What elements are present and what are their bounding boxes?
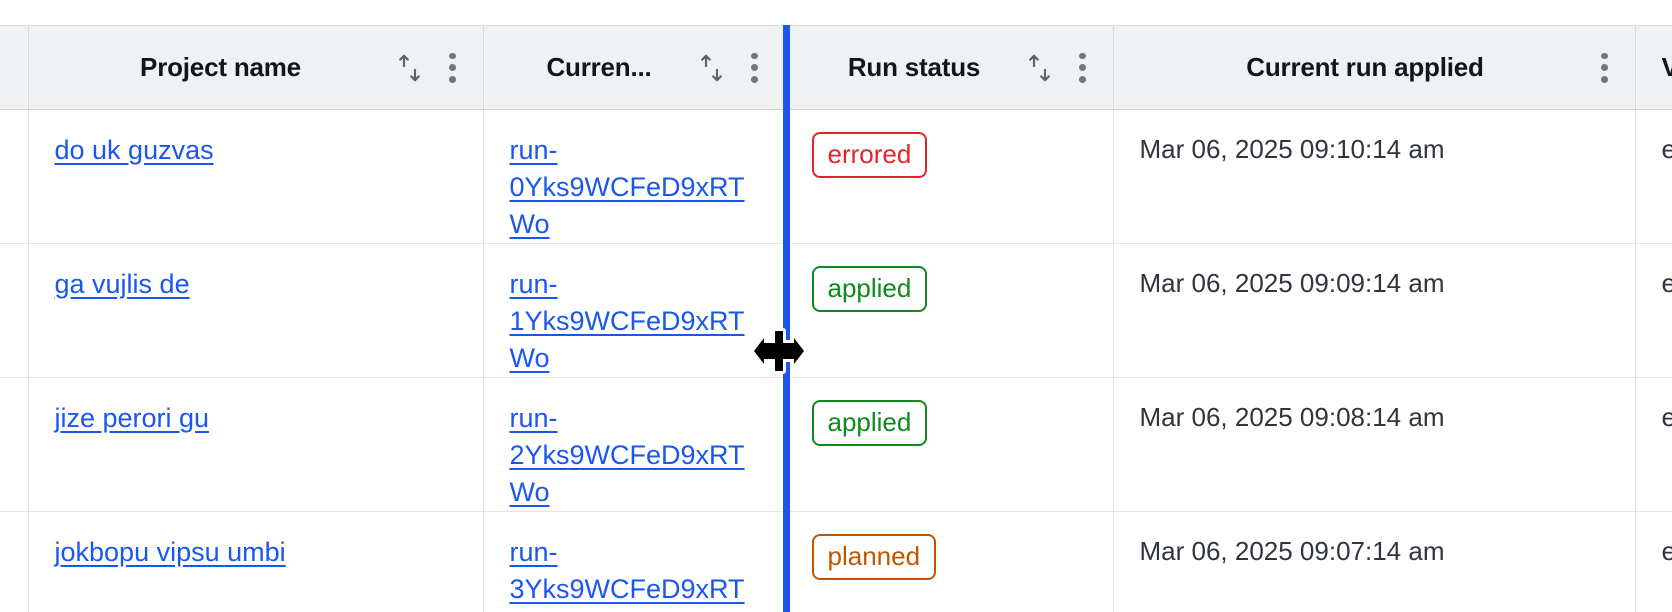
sort-arrows-icon[interactable]	[397, 53, 423, 83]
row-select-cell[interactable]	[0, 109, 29, 244]
next-column-text: e	[1661, 402, 1672, 432]
table-header: Project name	[0, 25, 1672, 110]
current-run-applied-text: Mar 06, 2025 09:09:14 am	[1139, 268, 1445, 298]
table-row: jize perori gu run-2Yks9WCFeD9xRTWo appl…	[0, 377, 1672, 512]
status-badge: applied	[811, 266, 928, 312]
kebab-menu-icon[interactable]	[1078, 52, 1087, 83]
cell-current-run: run-3Yks9WCFeD9xRTWo	[483, 511, 786, 612]
kebab-menu-icon[interactable]	[750, 52, 759, 83]
next-column-text: e	[1661, 536, 1672, 566]
current-run-link[interactable]: run-0Yks9WCFeD9xRTWo	[509, 135, 745, 239]
column-header-current-run-applied[interactable]: Current run applied	[1113, 25, 1636, 110]
current-run-applied-text: Mar 06, 2025 09:07:14 am	[1139, 536, 1445, 566]
project-name-link[interactable]: ga vujlis de	[54, 269, 190, 299]
table-row: jokbopu vipsu umbi run-3Yks9WCFeD9xRTWo …	[0, 511, 1672, 612]
row-select-cell[interactable]	[0, 511, 29, 612]
cell-current-run: run-0Yks9WCFeD9xRTWo	[483, 109, 786, 244]
column-header-next-column[interactable]: V	[1635, 25, 1672, 110]
cell-run-status: planned	[785, 511, 1114, 612]
header-actions-current-run-applied	[1600, 52, 1609, 83]
project-name-link[interactable]: jokbopu vipsu umbi	[54, 537, 286, 567]
column-header-label-run-status: Run status	[847, 52, 981, 82]
cell-project-name: jokbopu vipsu umbi	[28, 511, 484, 612]
cell-project-name: jize perori gu	[28, 377, 484, 512]
status-badge: applied	[811, 400, 928, 446]
cell-next-column: e	[1635, 377, 1672, 512]
column-header-label-next-column: V	[1662, 52, 1672, 83]
row-select-cell[interactable]	[0, 377, 29, 512]
column-header-project-name[interactable]: Project name	[28, 25, 484, 110]
column-header-label-current-run: Curren...	[546, 52, 652, 82]
header-actions-project-name	[397, 52, 457, 83]
kebab-menu-icon[interactable]	[1600, 52, 1609, 83]
current-run-applied-text: Mar 06, 2025 09:08:14 am	[1139, 402, 1445, 432]
column-header-current-run[interactable]: Curren...	[483, 25, 786, 110]
current-run-link[interactable]: run-1Yks9WCFeD9xRTWo	[509, 269, 745, 373]
sort-arrows-icon[interactable]	[699, 53, 725, 83]
header-row: Project name	[0, 25, 1672, 110]
projects-table: Project name	[0, 25, 1672, 612]
cell-current-run-applied: Mar 06, 2025 09:09:14 am	[1113, 243, 1636, 378]
cell-run-status: applied	[785, 243, 1114, 378]
current-run-applied-text: Mar 06, 2025 09:10:14 am	[1139, 134, 1445, 164]
header-actions-run-status	[1027, 52, 1087, 83]
sort-arrows-icon[interactable]	[1027, 53, 1053, 83]
status-badge: planned	[811, 534, 937, 580]
cell-next-column: e	[1635, 243, 1672, 378]
cell-next-column: e	[1635, 109, 1672, 244]
column-header-run-status[interactable]: Run status	[785, 25, 1114, 110]
cell-project-name: ga vujlis de	[28, 243, 484, 378]
cell-next-column: e	[1635, 511, 1672, 612]
table-row: do uk guzvas run-0Yks9WCFeD9xRTWo errore…	[0, 109, 1672, 244]
column-header-label-current-run-applied: Current run applied	[1246, 52, 1484, 82]
header-actions-current-run	[699, 52, 759, 83]
cell-project-name: do uk guzvas	[28, 109, 484, 244]
next-column-text: e	[1661, 134, 1672, 164]
table-row: ga vujlis de run-1Yks9WCFeD9xRTWo applie…	[0, 243, 1672, 378]
row-select-cell[interactable]	[0, 243, 29, 378]
cell-run-status: errored	[785, 109, 1114, 244]
cell-current-run: run-1Yks9WCFeD9xRTWo	[483, 243, 786, 378]
cell-run-status: applied	[785, 377, 1114, 512]
next-column-text: e	[1661, 268, 1672, 298]
cell-current-run: run-2Yks9WCFeD9xRTWo	[483, 377, 786, 512]
cell-current-run-applied: Mar 06, 2025 09:07:14 am	[1113, 511, 1636, 612]
cell-current-run-applied: Mar 06, 2025 09:08:14 am	[1113, 377, 1636, 512]
current-run-link[interactable]: run-3Yks9WCFeD9xRTWo	[509, 537, 745, 612]
kebab-menu-icon[interactable]	[448, 52, 457, 83]
column-header-select	[0, 25, 29, 110]
project-name-link[interactable]: do uk guzvas	[54, 135, 214, 165]
status-badge: errored	[811, 132, 928, 178]
table-body: do uk guzvas run-0Yks9WCFeD9xRTWo errore…	[0, 109, 1672, 612]
cell-current-run-applied: Mar 06, 2025 09:10:14 am	[1113, 109, 1636, 244]
column-header-label-project-name: Project name	[140, 52, 301, 82]
project-name-link[interactable]: jize perori gu	[54, 403, 210, 433]
current-run-link[interactable]: run-2Yks9WCFeD9xRTWo	[509, 403, 745, 507]
